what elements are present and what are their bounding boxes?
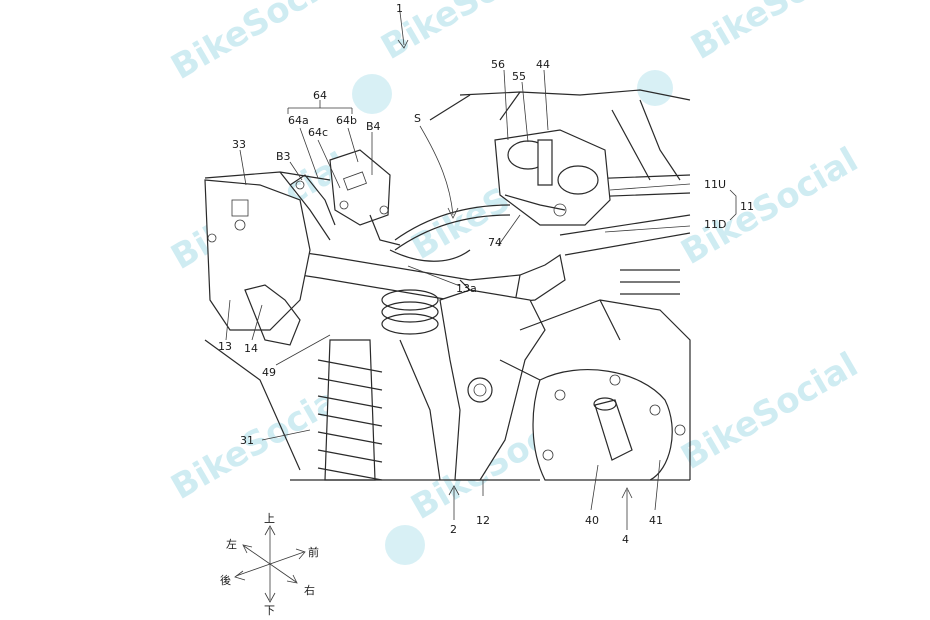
cable-loop <box>389 249 471 262</box>
right-frame-tube <box>611 99 681 181</box>
label-64a: 64a <box>288 114 309 127</box>
cast-boss <box>467 377 493 403</box>
label-13a: 13a <box>456 282 477 295</box>
motorcycle-frame-drawing <box>204 89 691 481</box>
label-2: 2 <box>450 523 457 536</box>
bolt <box>542 449 554 461</box>
swingarm-edge <box>204 339 441 481</box>
upper-frame-rail <box>459 89 691 101</box>
watermark-logo <box>352 74 392 114</box>
label-40: 40 <box>585 514 599 527</box>
label-55: 55 <box>512 70 526 83</box>
clamp-64 <box>329 149 391 226</box>
watermark-text: BikeSocial <box>685 0 875 68</box>
bolt <box>379 205 389 215</box>
reference-labels: 1 64 64a 64c 64b B4 B3 33 S 56 55 44 11U… <box>218 2 754 546</box>
label-B3: B3 <box>276 150 291 163</box>
compass-down: 下 <box>264 604 275 617</box>
frame-rail-right-lower <box>559 214 691 256</box>
label-64: 64 <box>313 89 327 102</box>
label-11U: 11U <box>704 178 726 191</box>
rear-shock-spring <box>317 359 383 481</box>
oil-filler <box>594 399 633 461</box>
intake-pipe <box>537 139 553 186</box>
bracket-hole <box>231 199 249 217</box>
compass-right: 右 <box>304 583 315 597</box>
label-31: 31 <box>240 434 254 447</box>
label-41: 41 <box>649 514 663 527</box>
bolt <box>554 389 566 401</box>
watermark-text: BikeSocial <box>165 0 355 88</box>
bracket-14 <box>244 284 301 346</box>
label-S: S <box>414 112 421 125</box>
label-12: 12 <box>476 514 490 527</box>
label-11D: 11D <box>704 218 726 231</box>
label-74: 74 <box>488 236 502 249</box>
cast-boss-inner <box>473 383 487 397</box>
compass-up: 上 <box>264 512 275 525</box>
label-13: 13 <box>218 340 232 353</box>
label-64c: 64c <box>308 126 328 139</box>
figure-number: 1 <box>396 2 403 15</box>
label-14: 14 <box>244 342 258 355</box>
intake-port <box>557 165 599 195</box>
oil-filler-cap <box>593 397 617 411</box>
watermark-logo <box>637 70 673 106</box>
compass-back: 後 <box>220 573 231 587</box>
left-frame-bracket <box>204 179 311 331</box>
head-pipe-cast <box>439 289 546 481</box>
label-4: 4 <box>622 533 629 546</box>
watermark-text: BikeSocial <box>675 140 865 273</box>
leader-lines <box>225 11 737 530</box>
compass-left: 左 <box>226 538 237 551</box>
bolt <box>649 404 661 416</box>
clamp-slot <box>343 171 367 191</box>
watermark-text: BikeSocial <box>675 345 865 478</box>
label-49: 49 <box>262 366 276 379</box>
bolt <box>674 424 686 436</box>
bolt <box>295 180 305 190</box>
bolt <box>553 203 567 217</box>
label-33: 33 <box>232 138 246 151</box>
clamp-64-bracket <box>289 174 401 246</box>
watermark-logo <box>385 525 425 565</box>
label-11: 11 <box>740 200 754 213</box>
bolt <box>609 374 621 386</box>
frame-rail-back <box>429 91 521 121</box>
compass-front: 前 <box>308 545 319 559</box>
sensor-cable <box>504 194 566 211</box>
label-64b: 64b <box>336 114 357 127</box>
linkage-coil <box>381 289 439 335</box>
engine-block <box>499 299 691 480</box>
bolt <box>339 200 349 210</box>
label-56: 56 <box>491 58 505 71</box>
direction-compass: 上 下 左 前 後 右 <box>220 512 319 617</box>
bolt <box>207 233 217 243</box>
label-B4: B4 <box>366 120 381 133</box>
engine-fins <box>620 269 680 295</box>
bolt <box>234 219 246 231</box>
label-44: 44 <box>536 58 550 71</box>
